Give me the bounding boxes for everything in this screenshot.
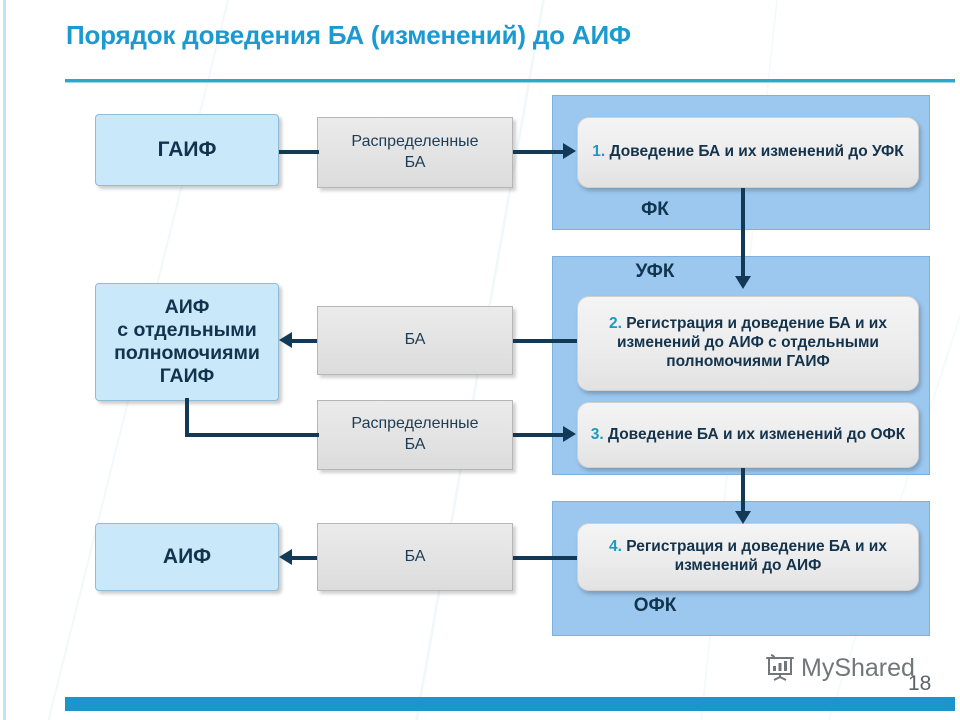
document-box-4[interactable]: БА (317, 523, 513, 591)
document-label-1: Распределенные БА (351, 132, 479, 171)
step-4-text: Регистрация и доведение БА и их изменени… (626, 538, 887, 574)
step-3-number: 3. (590, 425, 604, 443)
document-box-1[interactable]: Распределенные БА (317, 117, 513, 188)
connector-doc2-to-aif-special (292, 339, 317, 343)
document-label-2: БА (404, 331, 426, 349)
watermark: MyShared (765, 653, 915, 683)
connector-aif-special-down (185, 398, 189, 437)
arrowhead-doc4-to-aif (279, 549, 292, 565)
entity-box-gaif[interactable]: ГАИФ (95, 114, 279, 186)
entity-box-aif-special[interactable]: АИФ с отдельными полномочиями ГАИФ (95, 283, 279, 401)
document-label-4: БА (404, 547, 426, 565)
entity-label-gaif: ГАИФ (157, 137, 217, 161)
step-box-1[interactable]: 1. Доведение БА и их изменений до УФК (577, 117, 919, 188)
entity-label-aif: АИФ (162, 544, 212, 568)
connector-doc1-to-step1 (513, 150, 565, 154)
title-divider (65, 79, 955, 82)
step-1-number: 1. (592, 143, 606, 161)
arrowhead-doc1-to-step1 (563, 143, 576, 159)
step-box-4[interactable]: 4. Регистрация и доведение БА и их измен… (577, 523, 919, 591)
region-label-ufk: УФК (635, 261, 675, 282)
step-box-3[interactable]: 3. Доведение БА и их изменений до ОФК (577, 402, 919, 468)
connector-step1-to-step2 (741, 188, 745, 278)
connector-doc4-to-aif (292, 556, 317, 560)
arrowhead-doc3-to-step3 (563, 426, 576, 442)
region-label-fk: ФК (641, 199, 669, 220)
step-2-number: 2. (609, 315, 622, 333)
entity-box-aif[interactable]: АИФ (95, 523, 279, 591)
step-4-number: 4. (609, 538, 622, 556)
connector-gaif-to-doc1 (279, 150, 319, 154)
arrowhead-step3-to-step4 (735, 511, 751, 524)
connector-doc3-to-step3 (513, 433, 565, 437)
document-label-3: Распределенные БА (351, 415, 479, 453)
connector-step3-to-step4 (741, 468, 745, 513)
region-label-ofk: ОФК (633, 595, 677, 616)
presentation-chart-icon (766, 654, 794, 681)
document-box-2[interactable]: БА (317, 306, 513, 375)
step-3-text: Доведение БА и их изменений до ОФК (607, 425, 906, 443)
arrowhead-step1-to-step2 (735, 276, 751, 289)
watermark-text: MyShared (801, 653, 915, 682)
step-2-text: Регистрация и доведение БА и их изменени… (617, 315, 887, 370)
connector-aif-special-to-doc3 (185, 433, 319, 437)
step-1-text: Доведение БА и их изменений до УФК (609, 143, 904, 161)
entity-label-aif-special: АИФ с отдельными полномочиями ГАИФ (114, 296, 260, 387)
bottom-accent-bar (65, 697, 955, 711)
page-title: Порядок доведения БА (изменений) до АИФ (66, 20, 631, 50)
connector-step2-to-doc2 (513, 339, 577, 343)
document-box-3[interactable]: Распределенные БА (317, 400, 513, 470)
page-number: 18 (908, 672, 932, 695)
arrowhead-doc2-to-aif-special (279, 332, 292, 348)
left-edge-accent-rule (3, 0, 6, 720)
title-divider-shadow (65, 82, 955, 83)
connector-step4-to-doc4 (513, 556, 577, 560)
step-box-2[interactable]: 2. Регистрация и доведение БА и их измен… (577, 296, 919, 391)
